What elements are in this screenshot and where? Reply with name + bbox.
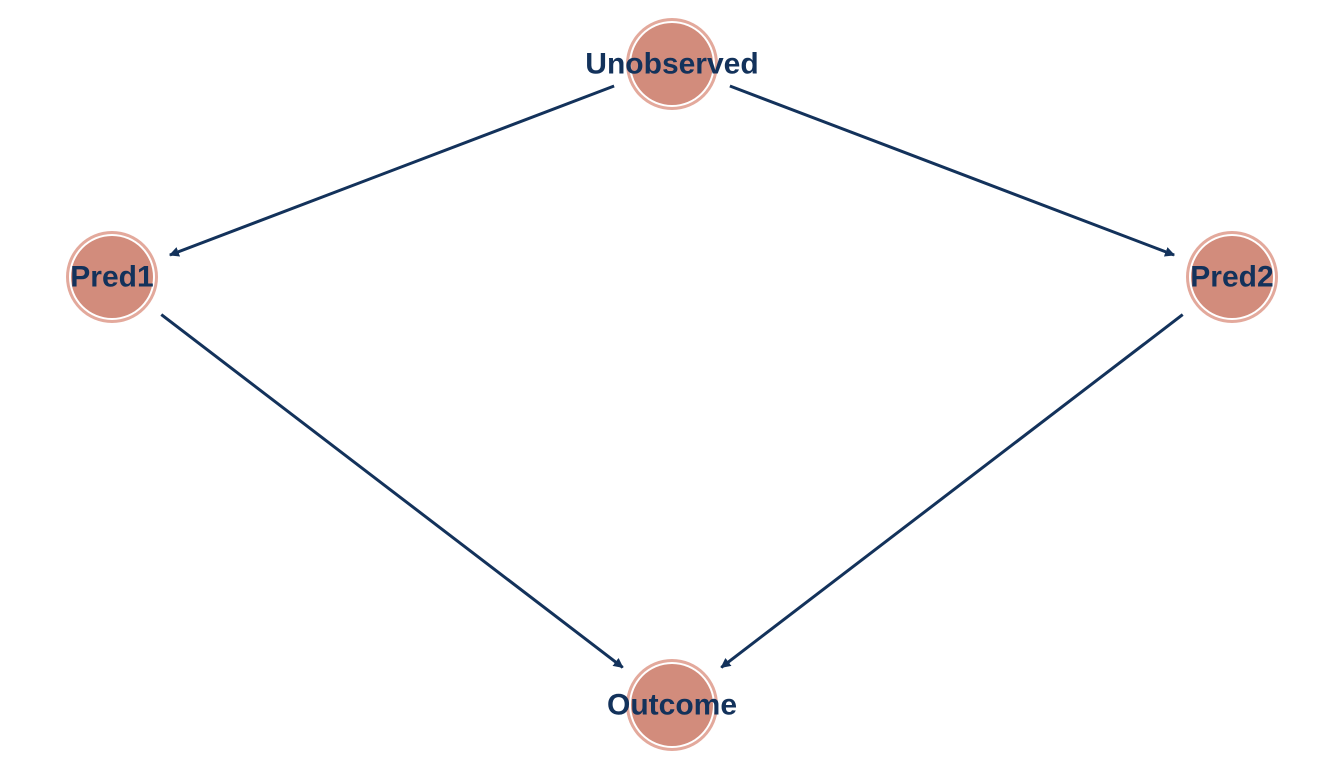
node-outcome: Outcome (607, 659, 737, 751)
node-label-pred1: Pred1 (70, 261, 153, 294)
edge-unobserved-to-pred1 (168, 84, 615, 257)
edge-pred2-to-outcome (720, 313, 1184, 669)
edge-unobserved-to-pred2 (729, 84, 1176, 257)
node-fill (631, 664, 713, 746)
node-label-unobserved: Unobserved (585, 48, 758, 81)
node-fill (1191, 236, 1273, 318)
edges-layer (160, 84, 1184, 669)
node-unobserved: Unobserved (585, 18, 759, 110)
node-label-outcome: Outcome (607, 689, 737, 722)
node-pred1: Pred1 (66, 231, 158, 323)
node-fill (631, 23, 713, 105)
node-fill (71, 236, 153, 318)
node-pred2: Pred2 (1186, 231, 1278, 323)
edge-pred1-to-outcome (160, 313, 624, 669)
node-label-pred2: Pred2 (1190, 261, 1273, 294)
